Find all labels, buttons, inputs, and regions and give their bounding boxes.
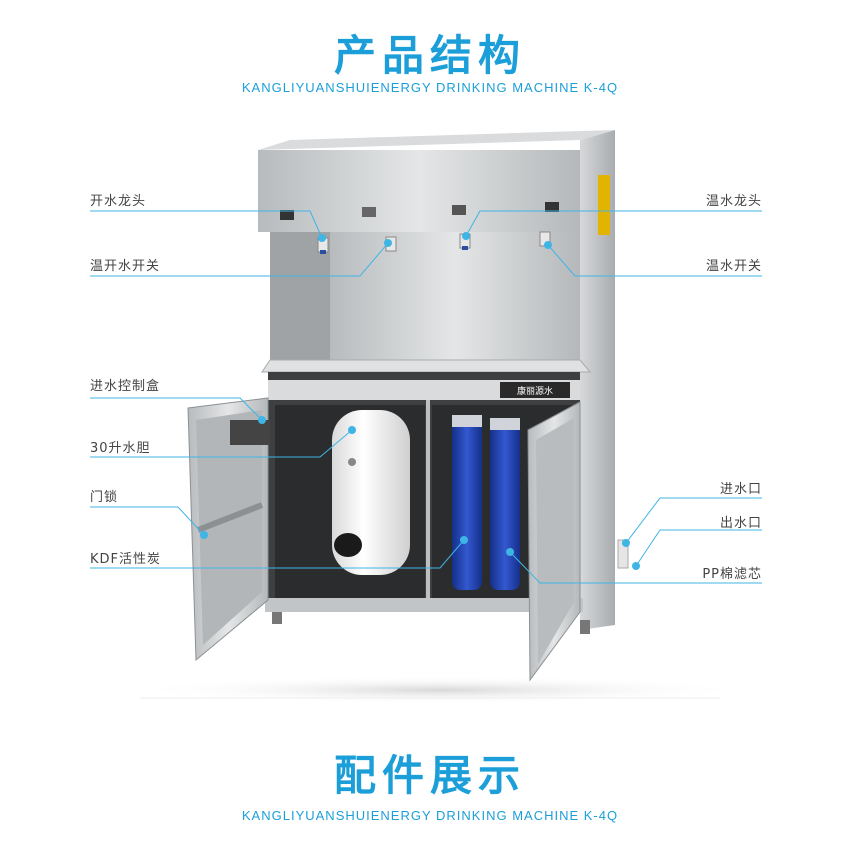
label-warm-faucet: 温水龙头 [705, 194, 762, 209]
label-door-lock: 门锁 [90, 490, 119, 505]
label-warm-boiling-switch: 温开水开关 [90, 259, 161, 274]
leader-lines [90, 210, 762, 584]
label-pp-filter: PP棉滤芯 [702, 567, 762, 582]
filter-cartridge-2 [490, 418, 520, 590]
water-ports [617, 539, 629, 569]
label-water-inlet: 进水口 [719, 482, 762, 497]
label-warm-switch: 温水开关 [705, 259, 762, 274]
brand-badge: 康丽源水 [517, 385, 553, 397]
top-panel [258, 150, 580, 232]
section-subtitle-accessories: KANGLIYUANSHUIENERGY DRINKING MACHINE K-… [241, 808, 619, 823]
label-tank-30l: 30升水胆 [90, 441, 151, 456]
section-subtitle-structure: KANGLIYUANSHUIENERGY DRINKING MACHINE K-… [241, 80, 619, 95]
label-inlet-control-box: 进水控制盒 [90, 379, 161, 394]
filter-cartridge-1 [452, 415, 482, 590]
label-kdf-carbon: KDF活性炭 [90, 552, 162, 567]
control-box [230, 420, 270, 445]
warning-sticker [598, 175, 610, 235]
section-title-structure: 产品结构 [333, 31, 526, 80]
side-panel [580, 130, 615, 630]
label-boiling-faucet: 开水龙头 [90, 194, 147, 209]
label-water-outlet: 出水口 [719, 516, 762, 531]
section-title-accessories: 配件展示 [333, 751, 526, 800]
